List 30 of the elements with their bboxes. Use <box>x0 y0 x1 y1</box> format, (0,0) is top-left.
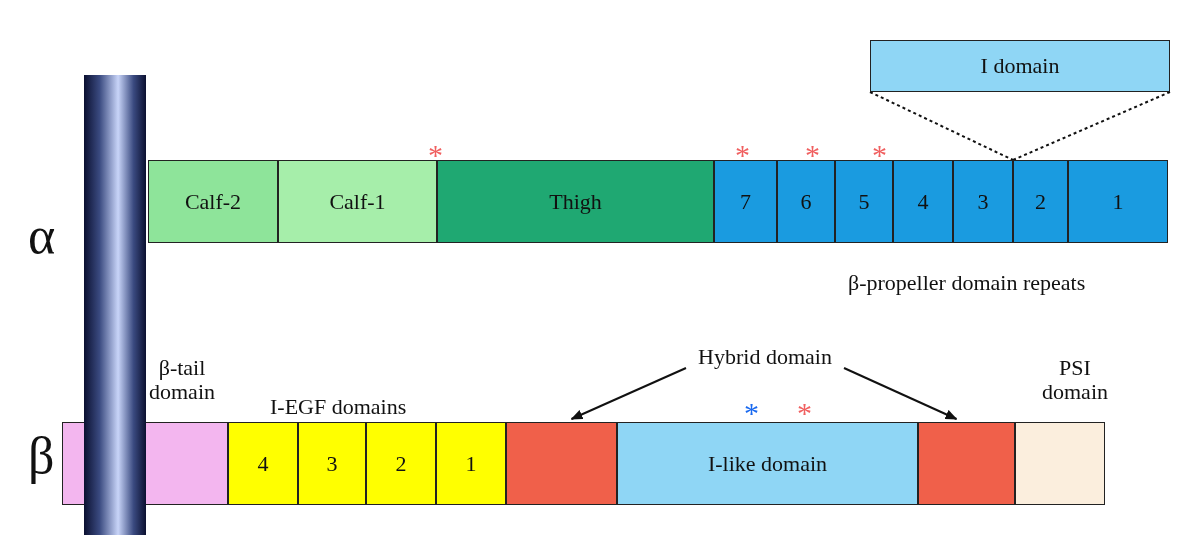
region-label: I-EGF domains <box>270 396 407 418</box>
domain-box: I domain <box>870 40 1170 92</box>
domain-box <box>918 422 1015 505</box>
domain-box: 1 <box>1068 160 1168 243</box>
region-label: β-propeller domain repeats <box>848 272 1086 294</box>
domain-box: Calf-1 <box>278 160 437 243</box>
domain-box: Calf-2 <box>148 160 278 243</box>
domain-box: I-like domain <box>617 422 918 505</box>
domain-label: Hybrid domain <box>656 346 874 368</box>
domain-box: 5 <box>835 160 893 243</box>
arrow <box>843 367 958 420</box>
domain-box: 2 <box>366 422 436 505</box>
domain-box: 4 <box>228 422 298 505</box>
arrow <box>570 367 687 420</box>
domain-box: 1 <box>436 422 506 505</box>
domain-box: 4 <box>893 160 953 243</box>
chain-symbol: α <box>28 210 56 262</box>
domain-box <box>506 422 617 505</box>
domain-box: 6 <box>777 160 835 243</box>
domain-box: 3 <box>298 422 366 505</box>
domain-box: 7 <box>714 160 777 243</box>
membrane-bar <box>84 75 146 535</box>
domain-box: 2 <box>1013 160 1068 243</box>
dotted-line <box>869 91 1014 161</box>
chain-symbol: β <box>28 430 55 482</box>
dotted-line <box>1012 91 1171 161</box>
domain-box: 3 <box>953 160 1013 243</box>
domain-label: β-tail domain <box>148 356 216 405</box>
domain-label: PSI domain <box>1041 356 1109 405</box>
domain-box: Thigh <box>437 160 714 243</box>
